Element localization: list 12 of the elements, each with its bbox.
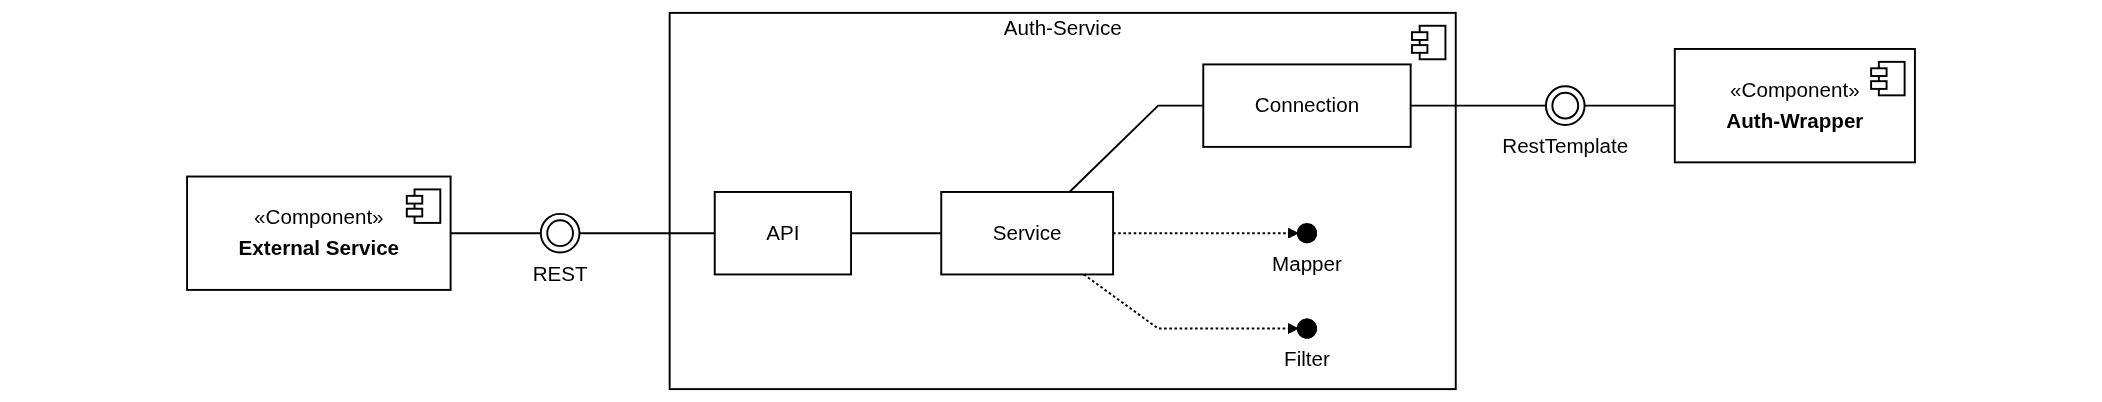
node-caption: RestTemplate [1502,134,1629,158]
node-caption: REST [532,261,588,285]
arrow [1082,273,1299,335]
node-box: Service [940,191,1115,276]
node-caption: Mapper [1272,251,1342,275]
node-circle [1544,85,1586,126]
node-box: API [713,191,853,276]
node-box: «Component» Auth-Wrapper [1673,48,1916,164]
node-caption: Filter [1284,346,1330,370]
node-box: «Component» External Service [186,175,452,291]
node-circle [539,212,581,254]
node-box: Connection [1202,63,1412,148]
